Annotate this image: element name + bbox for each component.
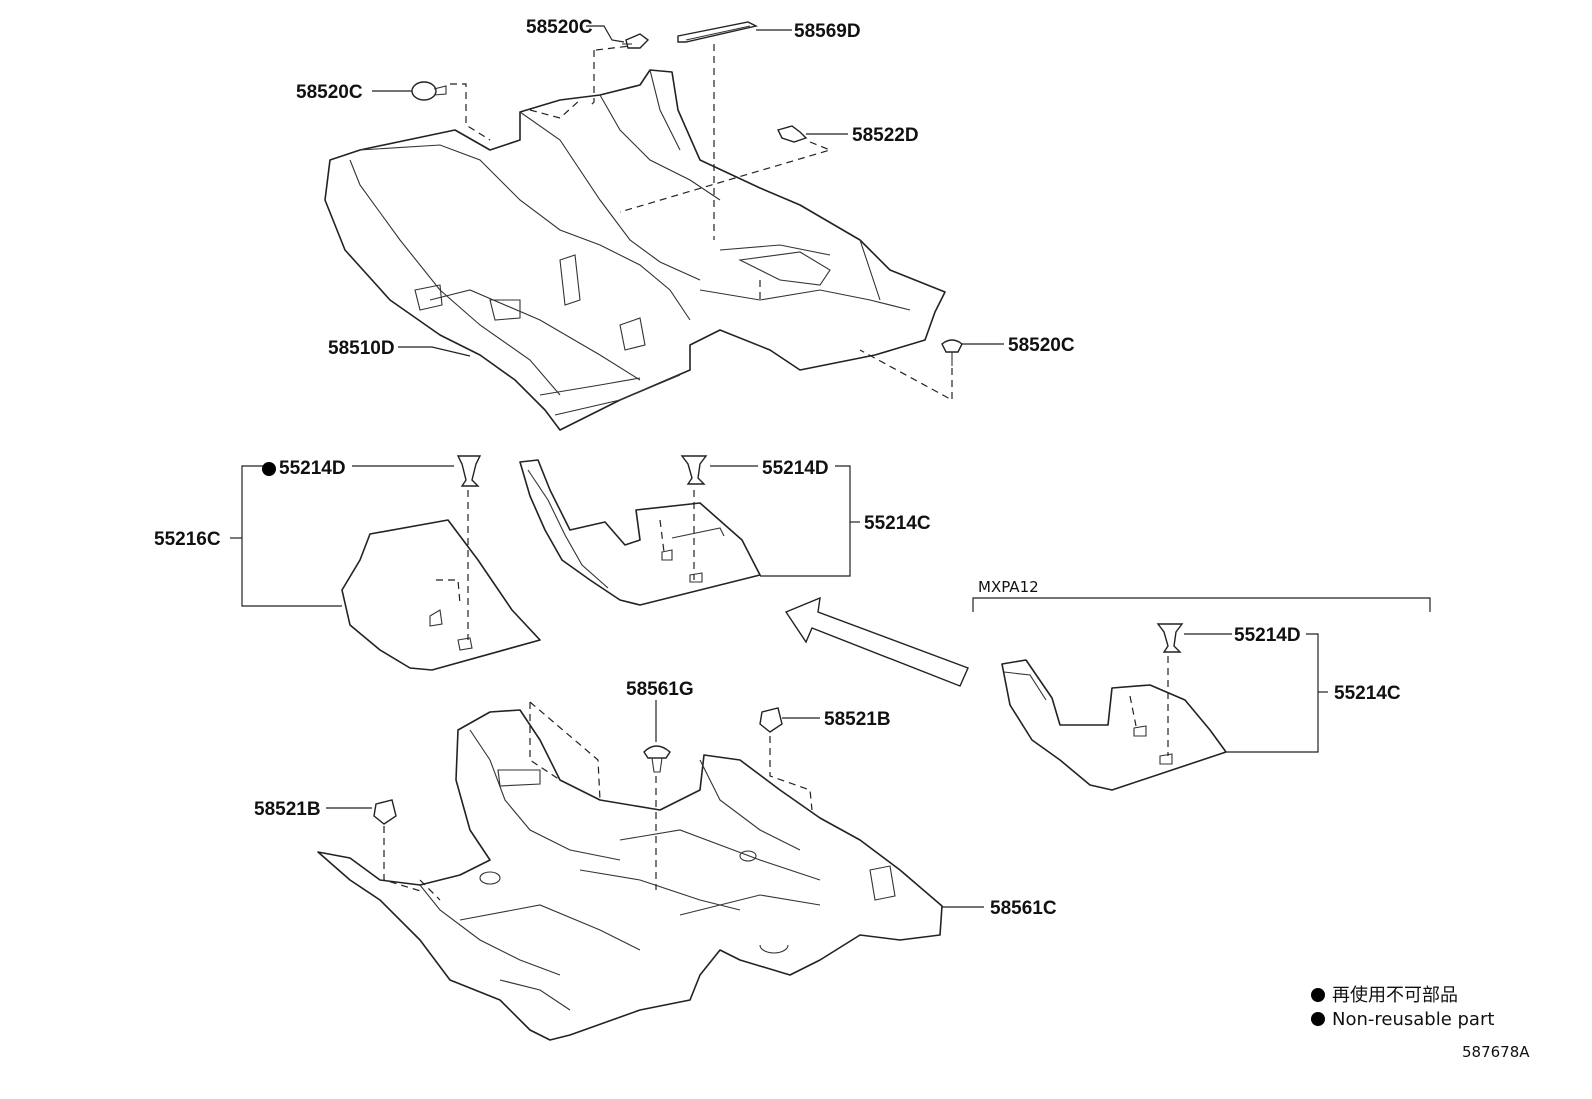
floor-mat-left bbox=[341, 519, 541, 671]
push-clip-58520c-left bbox=[411, 81, 447, 101]
non-reusable-marker bbox=[262, 462, 276, 476]
floor-mat-right bbox=[1001, 659, 1227, 791]
push-clip-58561g bbox=[643, 745, 671, 773]
label-58522d: 58522D bbox=[852, 125, 919, 146]
label-58520c-left: 58520C bbox=[296, 82, 363, 103]
label-55216c: 55216C bbox=[154, 529, 221, 550]
legend-text-jp: 再使用不可部品 bbox=[1332, 985, 1458, 1006]
mat-hook-right bbox=[1156, 623, 1184, 653]
grommet-58521b-right bbox=[759, 707, 783, 733]
label-58510d: 58510D bbox=[328, 338, 395, 359]
label-58520c-top: 58520C bbox=[526, 17, 593, 38]
label-55214c-right: 55214C bbox=[1334, 683, 1401, 704]
push-clip-58520c-right bbox=[941, 339, 963, 366]
label-58561g: 58561G bbox=[626, 679, 694, 700]
label-mxpa12: MXPA12 bbox=[978, 578, 1039, 596]
label-55214d-mid: 55214D bbox=[762, 458, 829, 479]
grommet-58521b-left bbox=[373, 799, 397, 825]
label-58561c: 58561C bbox=[990, 898, 1057, 919]
label-55214d-right: 55214D bbox=[1234, 625, 1301, 646]
legend-text-en: Non-reusable part bbox=[1332, 1009, 1494, 1030]
legend: 再使用不可部品 Non-reusable part bbox=[1311, 985, 1494, 1030]
label-55214d-left: 55214D bbox=[279, 458, 346, 479]
label-58520c-right: 58520C bbox=[1008, 335, 1075, 356]
legend-marker-jp bbox=[1311, 988, 1325, 1002]
label-58569d: 58569D bbox=[794, 21, 861, 42]
cover-strip-58569d bbox=[677, 21, 759, 43]
legend-marker-en bbox=[1311, 1012, 1325, 1026]
retainer-58522d bbox=[776, 125, 808, 143]
direction-arrow bbox=[784, 596, 969, 687]
diagram-code: 587678A bbox=[1462, 1043, 1530, 1061]
front-floor-carpet bbox=[324, 69, 946, 431]
label-58521b-right: 58521B bbox=[824, 709, 891, 730]
floor-mat-mid bbox=[519, 459, 761, 606]
mat-hook-left bbox=[456, 455, 482, 487]
label-58521b-left: 58521B bbox=[254, 799, 321, 820]
push-clip-58520c-top bbox=[622, 33, 650, 49]
rear-floor-carpet bbox=[317, 709, 943, 1041]
mat-hook-mid bbox=[680, 455, 708, 485]
label-55214c-mid: 55214C bbox=[864, 513, 931, 534]
